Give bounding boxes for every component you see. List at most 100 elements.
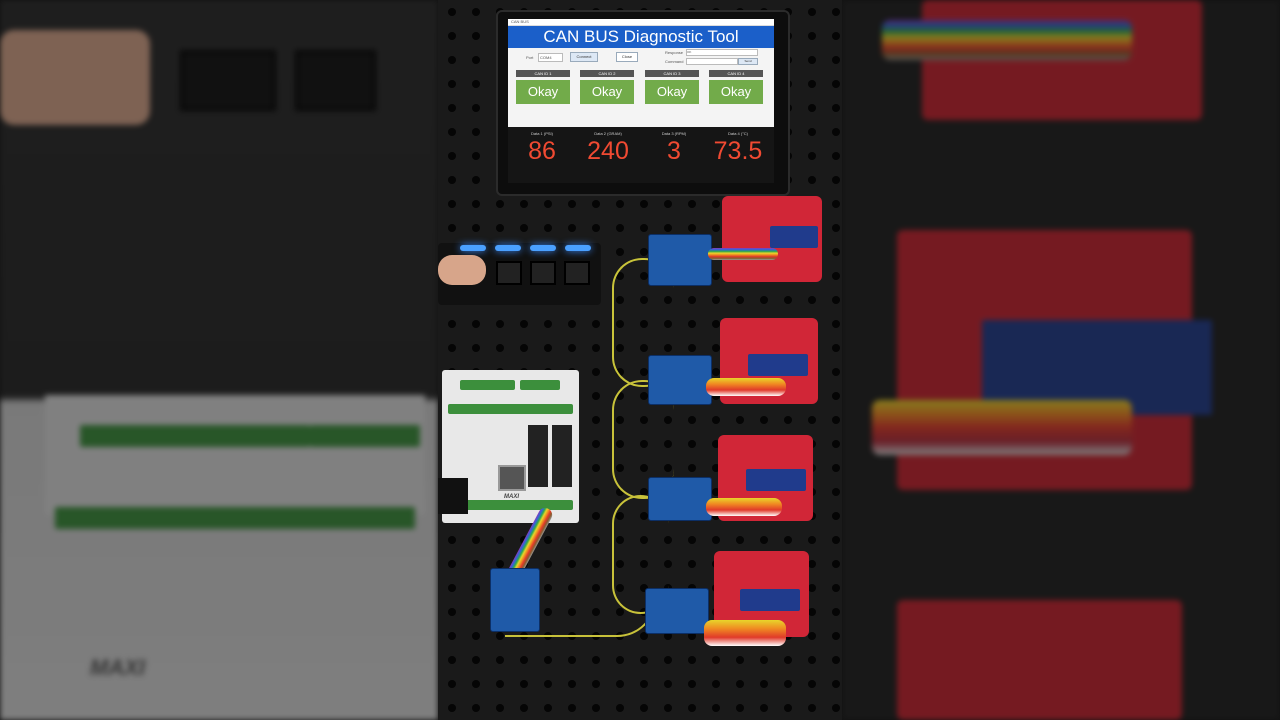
peg-hole (712, 536, 720, 544)
peg-hole (832, 104, 840, 112)
peg-hole (472, 32, 480, 40)
peg-hole (448, 128, 456, 136)
peg-hole (832, 392, 840, 400)
peg-hole (784, 416, 792, 424)
peg-hole (832, 464, 840, 472)
peg-hole (832, 128, 840, 136)
peg-hole (712, 440, 720, 448)
can-id-status-row: CAN ID 1 Okay CAN ID 2 Okay CAN ID 3 Oka… (508, 70, 774, 110)
peg-hole (568, 224, 576, 232)
data-2: Data 2 (GRAM) 240 (576, 131, 640, 166)
peg-hole (832, 32, 840, 40)
peg-hole (808, 56, 816, 64)
peg-hole (544, 560, 552, 568)
peg-hole (832, 320, 840, 328)
peg-hole (568, 200, 576, 208)
peg-hole (712, 464, 720, 472)
data-value: 86 (528, 137, 556, 165)
peg-hole (784, 704, 792, 712)
peg-hole (736, 656, 744, 664)
can-id-status: Okay (580, 80, 634, 104)
peg-hole (664, 416, 672, 424)
connect-button[interactable]: Connect (570, 52, 598, 62)
peg-hole (664, 440, 672, 448)
peg-hole (808, 656, 816, 664)
peg-hole (592, 320, 600, 328)
peg-hole (808, 608, 816, 616)
data-1: Data 1 (PSI) 86 (510, 131, 574, 166)
port-select[interactable]: COM4 (538, 53, 563, 62)
peg-hole (448, 656, 456, 664)
peg-hole (472, 320, 480, 328)
peg-hole (664, 344, 672, 352)
peg-hole (760, 296, 768, 304)
finger (0, 30, 150, 125)
peg-hole (448, 608, 456, 616)
peg-hole (832, 272, 840, 280)
peg-hole (784, 680, 792, 688)
ribbon-cable (706, 498, 782, 516)
peg-hole (736, 680, 744, 688)
peg-hole (616, 704, 624, 712)
peg-hole (688, 680, 696, 688)
can-id-1: CAN ID 1 Okay (516, 70, 570, 104)
peg-hole (832, 368, 840, 376)
can-id-label: CAN ID 2 (580, 70, 634, 77)
peg-hole (808, 560, 816, 568)
peg-hole (736, 704, 744, 712)
peg-hole (832, 488, 840, 496)
peg-hole (808, 680, 816, 688)
peg-hole (448, 632, 456, 640)
send-button[interactable]: Send (738, 58, 758, 65)
peg-hole (664, 632, 672, 640)
rocker-switch (530, 261, 556, 285)
peg-hole (832, 56, 840, 64)
peg-hole (784, 8, 792, 16)
app-title: CAN BUS Diagnostic Tool (508, 26, 774, 48)
plc-closeup (45, 395, 425, 529)
can-id-label: CAN ID 4 (709, 70, 763, 77)
peg-hole (616, 656, 624, 664)
can-id-3: CAN ID 3 Okay (645, 70, 699, 104)
peg-hole (688, 224, 696, 232)
arduino-shield (897, 600, 1182, 720)
switch-led (565, 245, 591, 251)
peg-hole (712, 680, 720, 688)
peg-hole (712, 344, 720, 352)
peg-hole (808, 176, 816, 184)
peg-hole (592, 656, 600, 664)
peg-hole (688, 704, 696, 712)
peg-hole (688, 440, 696, 448)
switch-led (530, 245, 556, 251)
peg-hole (448, 344, 456, 352)
mcp2515-can-module (645, 588, 709, 634)
peg-hole (784, 104, 792, 112)
rocker-switch (295, 50, 376, 111)
peg-hole (664, 320, 672, 328)
peg-hole (640, 200, 648, 208)
data-value: 3 (667, 137, 681, 165)
peg-hole (784, 536, 792, 544)
peg-hole (712, 488, 720, 496)
peg-hole (520, 656, 528, 664)
finger (438, 255, 486, 285)
peg-hole (712, 368, 720, 376)
close-button[interactable]: Close (616, 52, 638, 62)
peg-hole (664, 296, 672, 304)
command-input[interactable] (686, 58, 738, 65)
peg-hole (712, 200, 720, 208)
peg-hole (472, 224, 480, 232)
data-4: Data 4 (°C) 73.5 (706, 131, 770, 166)
peg-hole (712, 392, 720, 400)
ethernet-port (498, 465, 526, 491)
peg-hole (688, 656, 696, 664)
peg-hole (544, 680, 552, 688)
peg-hole (472, 536, 480, 544)
peg-hole (448, 560, 456, 568)
peg-hole (808, 632, 816, 640)
arduino-shield (922, 0, 1202, 120)
can-id-2: CAN ID 2 Okay (580, 70, 634, 104)
peg-hole (640, 536, 648, 544)
peg-hole (784, 80, 792, 88)
peg-hole (448, 152, 456, 160)
